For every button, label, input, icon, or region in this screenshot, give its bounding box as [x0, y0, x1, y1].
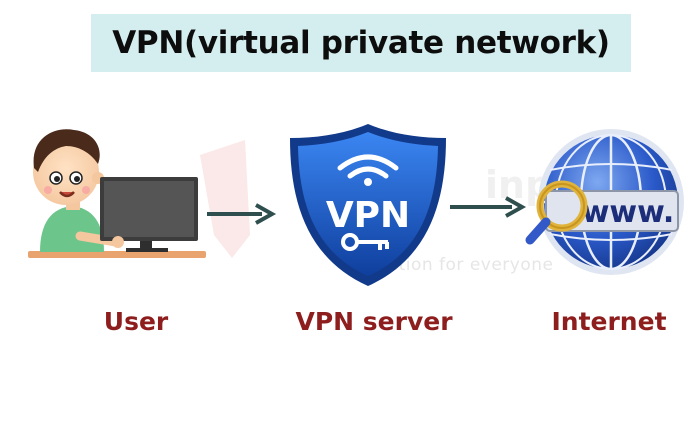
magnifier-icon — [525, 180, 588, 245]
user-at-computer-icon — [28, 129, 206, 258]
globe-www-icon: www. — [525, 129, 684, 275]
globe-www-text: www. — [582, 195, 675, 230]
diagram-title: VPN(virtual private network) — [112, 25, 610, 61]
node-label-internet: Internet — [551, 307, 667, 336]
node-label-vpn-server: VPN server — [295, 307, 453, 336]
vpn-shield-icon: VPN — [290, 124, 446, 286]
key-icon — [341, 233, 389, 251]
shield-vpn-text: VPN — [326, 195, 410, 236]
arrow-user-to-vpn — [207, 203, 277, 225]
title-banner: VPN(virtual private network) — [91, 14, 631, 72]
boy-shirt — [40, 206, 104, 252]
node-label-user: User — [103, 307, 169, 336]
desk-shape — [28, 251, 206, 258]
arrow-vpn-to-internet — [450, 196, 527, 218]
boy-hair — [33, 129, 100, 172]
